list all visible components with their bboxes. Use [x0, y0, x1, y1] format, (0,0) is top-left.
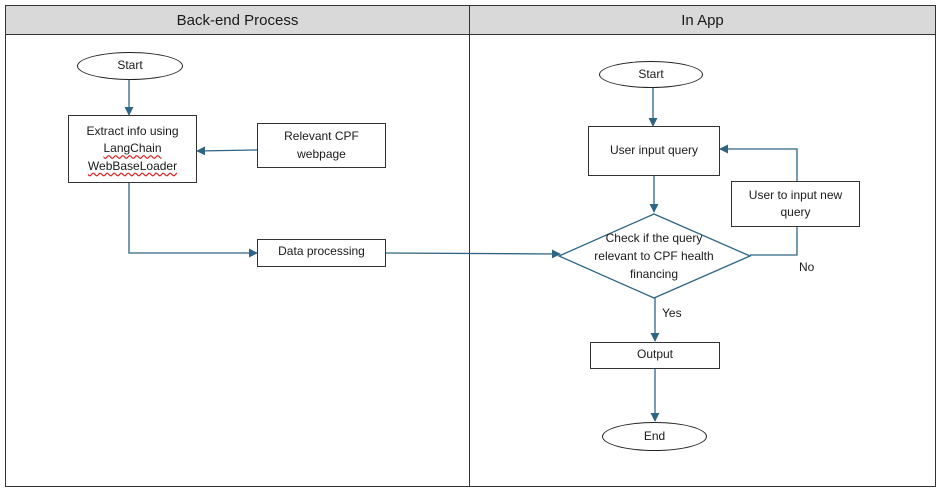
- app-lane: In App: [469, 5, 936, 487]
- user-input-query-node: User input query: [588, 126, 720, 176]
- decision-line3: financing: [629, 267, 679, 281]
- arrow-check-to-newquery: [750, 227, 798, 256]
- decision-text: Check if the query relevant to CPF healt…: [586, 231, 722, 281]
- arrow-webpage-to-extract: [196, 146, 258, 156]
- arrow-newquery-to-input: [719, 144, 798, 181]
- output-label: Output: [636, 347, 674, 361]
- extract-info-line2: LangChain: [103, 141, 162, 156]
- output-node: Output: [590, 342, 720, 369]
- app-start-node: Start: [599, 61, 703, 88]
- decision-line2: relevant to CPF health: [594, 249, 714, 263]
- data-processing-label: Data processing: [278, 244, 365, 258]
- data-processing-node: Data processing: [257, 239, 386, 267]
- extract-info-line3: WebBaseLoader: [87, 158, 178, 173]
- backend-lane-header: Back-end Process: [6, 6, 469, 35]
- backend-lane: Back-end Process: [5, 5, 470, 487]
- decision-line1: Check if the query: [605, 231, 703, 245]
- cpf-webpage-line1: Relevant CPF: [284, 129, 359, 144]
- backend-start-label: Start: [117, 58, 143, 73]
- extract-info-node: Extract info using LangChain WebBaseLoad…: [68, 115, 197, 183]
- user-input-query-label: User input query: [609, 143, 699, 157]
- new-query-line1: User to input new: [748, 187, 843, 202]
- decision-diamond: [557, 213, 752, 299]
- arrow-processing-to-check: [384, 249, 561, 259]
- end-label: End: [643, 428, 666, 443]
- app-lane-header: In App: [470, 6, 935, 35]
- yes-label: Yes: [662, 306, 682, 320]
- backend-start-node: Start: [77, 52, 183, 80]
- new-query-node: User to input new query: [731, 181, 860, 227]
- new-query-line2: query: [780, 205, 811, 219]
- app-start-label: Start: [638, 66, 664, 81]
- cpf-webpage-line2: webpage: [297, 146, 346, 161]
- no-label: No: [799, 260, 815, 274]
- arrow-extract-to-processing: [128, 183, 258, 258]
- end-node: End: [602, 422, 707, 451]
- extract-info-line1: Extract info using: [86, 123, 179, 138]
- cpf-webpage-node: Relevant CPF webpage: [257, 123, 386, 168]
